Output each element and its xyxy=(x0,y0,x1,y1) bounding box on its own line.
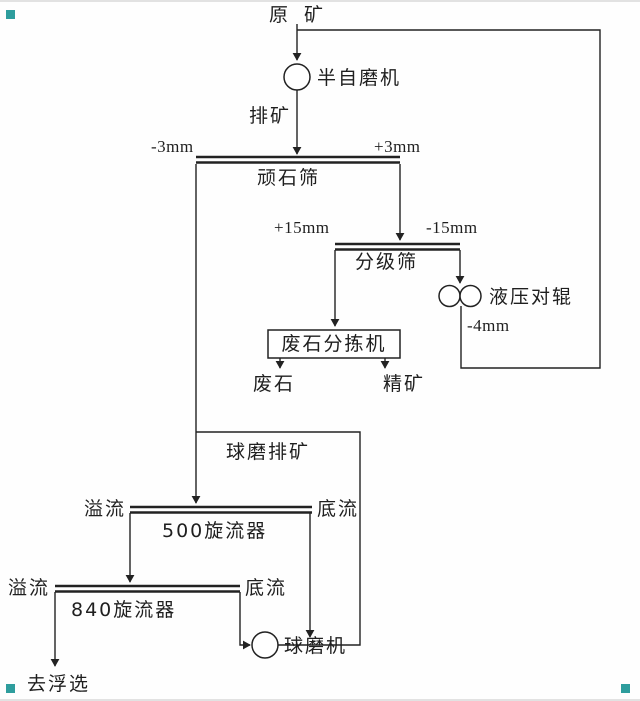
label-raw-ore: 原 矿 xyxy=(269,4,328,26)
label-concentrate: 精矿 xyxy=(383,373,425,395)
line-rolls-recycle-to-feed xyxy=(297,29,601,369)
line-cyclone840-underflow-to-ballmill xyxy=(239,592,251,650)
label-waste-rock: 废石 xyxy=(253,373,295,395)
corner-marker-bottom-right xyxy=(621,684,630,693)
label-ball-mill: 球磨机 xyxy=(284,635,347,657)
label-cyclone840-underflow: 底流 xyxy=(245,577,287,599)
ball-mill-symbol xyxy=(251,631,279,659)
hydraulic-roll-left-symbol xyxy=(438,284,461,308)
label-hydraulic-rolls: 液压对辊 xyxy=(489,286,573,308)
scan-edge-bottom xyxy=(0,699,640,701)
label-minus-3mm: -3mm xyxy=(151,137,194,156)
label-plus-15mm: +15mm xyxy=(274,218,330,237)
line-ballmill-return xyxy=(196,431,361,646)
label-waste-sorter: 废石分拣机 xyxy=(281,333,386,355)
sag-mill-symbol xyxy=(283,63,311,91)
label-ball-mill-return: 球磨排矿 xyxy=(226,441,310,463)
label-minus-15mm: -15mm xyxy=(426,218,478,237)
label-sag-discharge: 排矿 xyxy=(249,105,291,127)
label-cyclone500-overflow: 溢流 xyxy=(84,498,126,520)
label-cyclone500-underflow: 底流 xyxy=(317,498,359,520)
hydraulic-roll-right-symbol xyxy=(459,284,482,308)
label-pebble-screen: 顽石筛 xyxy=(257,167,320,189)
corner-marker-bottom-left xyxy=(6,684,15,693)
label-plus-3mm: +3mm xyxy=(374,137,421,156)
label-cyclone500: 500旋流器 xyxy=(162,520,267,542)
label-to-flotation: 去浮选 xyxy=(27,673,90,695)
label-sag-mill: 半自磨机 xyxy=(317,67,401,89)
scan-edge-top xyxy=(0,0,640,2)
waste-sorter-box xyxy=(267,329,401,359)
label-minus-4mm: -4mm xyxy=(467,316,510,335)
corner-marker-top-left xyxy=(6,10,15,19)
label-classifying-screen: 分级筛 xyxy=(355,251,418,273)
label-cyclone840: 840旋流器 xyxy=(71,599,176,621)
label-cyclone840-overflow: 溢流 xyxy=(8,577,50,599)
